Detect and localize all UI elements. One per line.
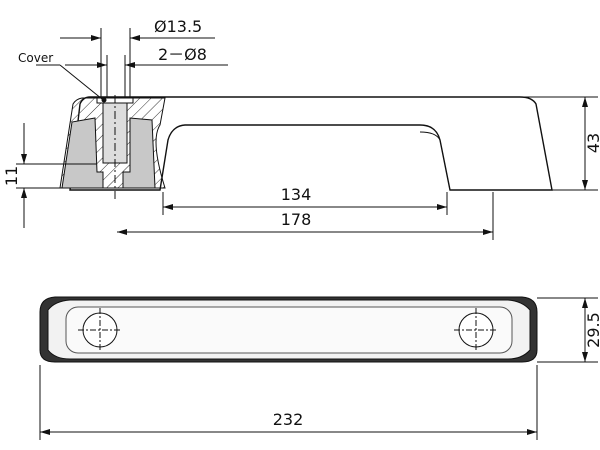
total-length-value: 232 [273, 410, 304, 429]
hole-diameter-label: Ø13.5 [154, 17, 202, 36]
height-dimension: 43 [520, 96, 600, 191]
cover-label: Cover [18, 51, 53, 65]
width-value: 29.5 [584, 312, 600, 348]
height-value: 43 [584, 133, 600, 153]
span-dimensions: 134 178 [117, 185, 494, 240]
total-length-dimension: 232 [39, 365, 538, 440]
cover-marker [101, 97, 107, 103]
width-dimension: 29.5 [537, 297, 600, 363]
diameter-dimensions: Ø13.5 2－Ø8 Cover [18, 17, 228, 100]
bottom-view [39, 296, 538, 363]
base-height-dimension: 11 [2, 123, 97, 228]
side-view [59, 95, 553, 200]
base-height-value: 11 [2, 166, 21, 186]
hole-spacing-value: 178 [281, 210, 312, 229]
hole-count-diameter-label: 2－Ø8 [158, 45, 207, 64]
inner-span-value: 134 [281, 185, 312, 204]
